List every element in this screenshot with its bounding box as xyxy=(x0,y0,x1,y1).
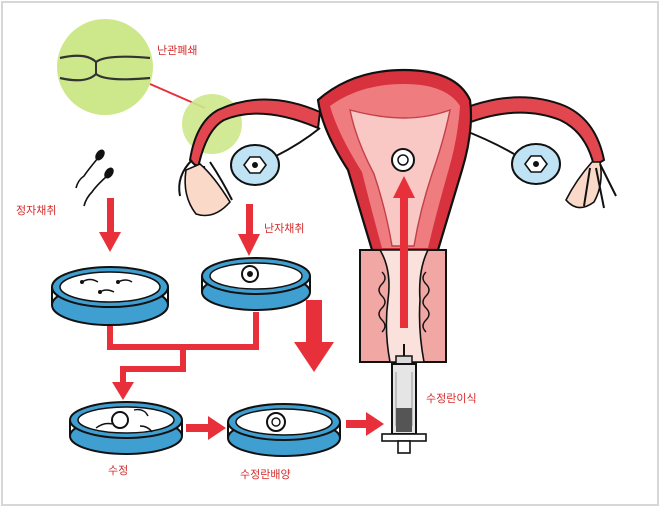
merge-connectors xyxy=(107,312,259,400)
label-sperm-collection: 정자채취 xyxy=(16,204,56,217)
label-fertilization: 수정 xyxy=(108,464,128,477)
culture-to-syringe-arrow xyxy=(346,412,384,436)
syringe-icon xyxy=(381,344,427,454)
sperm-down-arrow xyxy=(99,232,121,252)
sperm-icon xyxy=(75,149,114,207)
transfer-arrow xyxy=(393,176,415,328)
label-embryo-transfer: 수정란이식 xyxy=(426,392,477,405)
egg-dish xyxy=(201,257,311,311)
fertilization-dish xyxy=(69,401,183,455)
label-embryo-culture: 수정란배양 xyxy=(240,468,291,481)
uterus xyxy=(178,68,617,363)
label-egg-collection: 난자채취 xyxy=(264,222,304,235)
fert-to-culture-arrow xyxy=(186,416,226,440)
egg-down-arrow xyxy=(238,234,260,256)
culture-dish xyxy=(227,403,341,457)
sperm-dish xyxy=(51,266,169,326)
label-tubal-blockage: 난관폐쇄 xyxy=(157,44,197,57)
egg-to-culture-arrow xyxy=(294,300,334,372)
